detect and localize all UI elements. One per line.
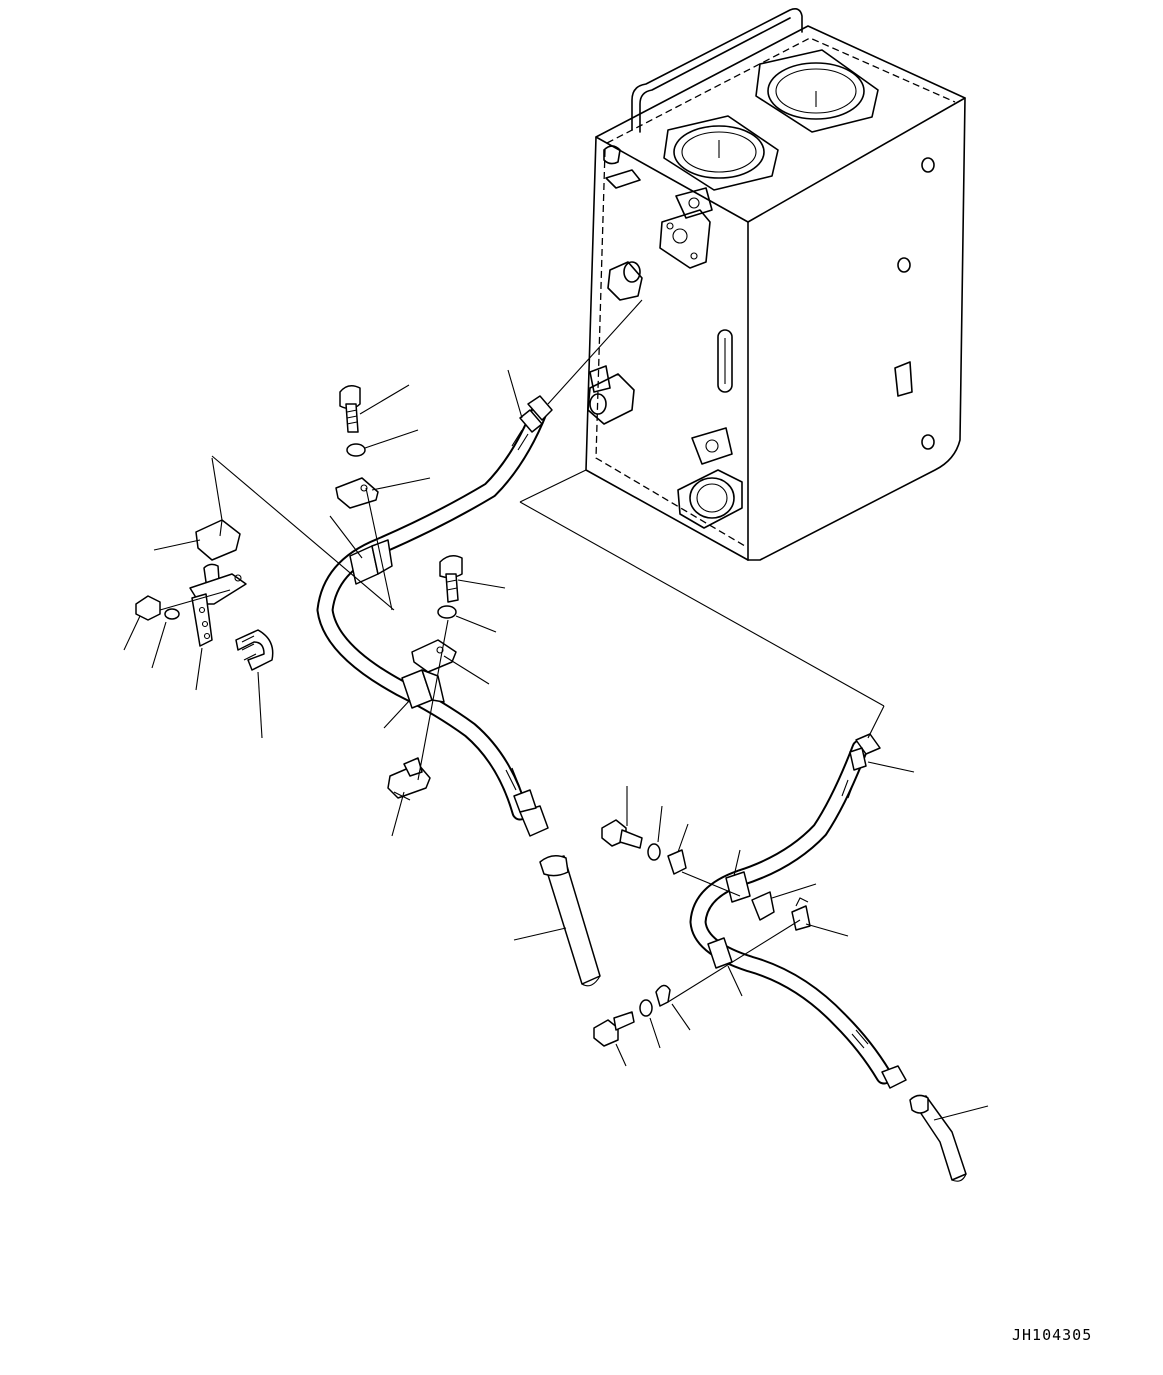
hose-end-fitting-upper — [511, 395, 553, 451]
bolt-set-right-lower — [593, 984, 671, 1047]
filler-opening-large — [755, 49, 879, 133]
lower-right-tube — [909, 1094, 967, 1182]
hose-end-fitting-lower — [505, 767, 549, 837]
hose-end-fitting-right-lower — [851, 1029, 907, 1089]
hose-clamp-sleeve-2 — [401, 669, 445, 709]
suction-flange — [587, 365, 635, 425]
bolt-set-right-upper — [601, 819, 687, 875]
clamp-right-1 — [751, 891, 775, 921]
hose-clamp-sleeve-3 — [725, 871, 751, 903]
clamp-right-2 — [791, 897, 811, 931]
leader-lines — [123, 299, 989, 1121]
sight-gauge — [717, 329, 733, 393]
drawing-reference-code: JH104305 — [1012, 1326, 1093, 1344]
bolt-set-upper — [335, 385, 379, 509]
port-flange-top — [659, 187, 713, 269]
bolt-set-middle — [411, 555, 463, 673]
hose-clamp-sleeve-4 — [707, 937, 733, 969]
mounting-bracket-group — [135, 457, 274, 671]
left-hose-assembly — [316, 395, 553, 837]
hose-end-fitting-right-upper — [841, 733, 881, 799]
right-hose-assembly — [689, 733, 907, 1089]
straight-tube — [539, 855, 601, 987]
hydraulic-tank — [585, 8, 966, 561]
filler-opening-small — [663, 115, 779, 191]
clamp-lower-left — [387, 757, 431, 801]
side-port-fitting — [607, 261, 643, 301]
hose-clamp-sleeve-1 — [349, 539, 393, 585]
